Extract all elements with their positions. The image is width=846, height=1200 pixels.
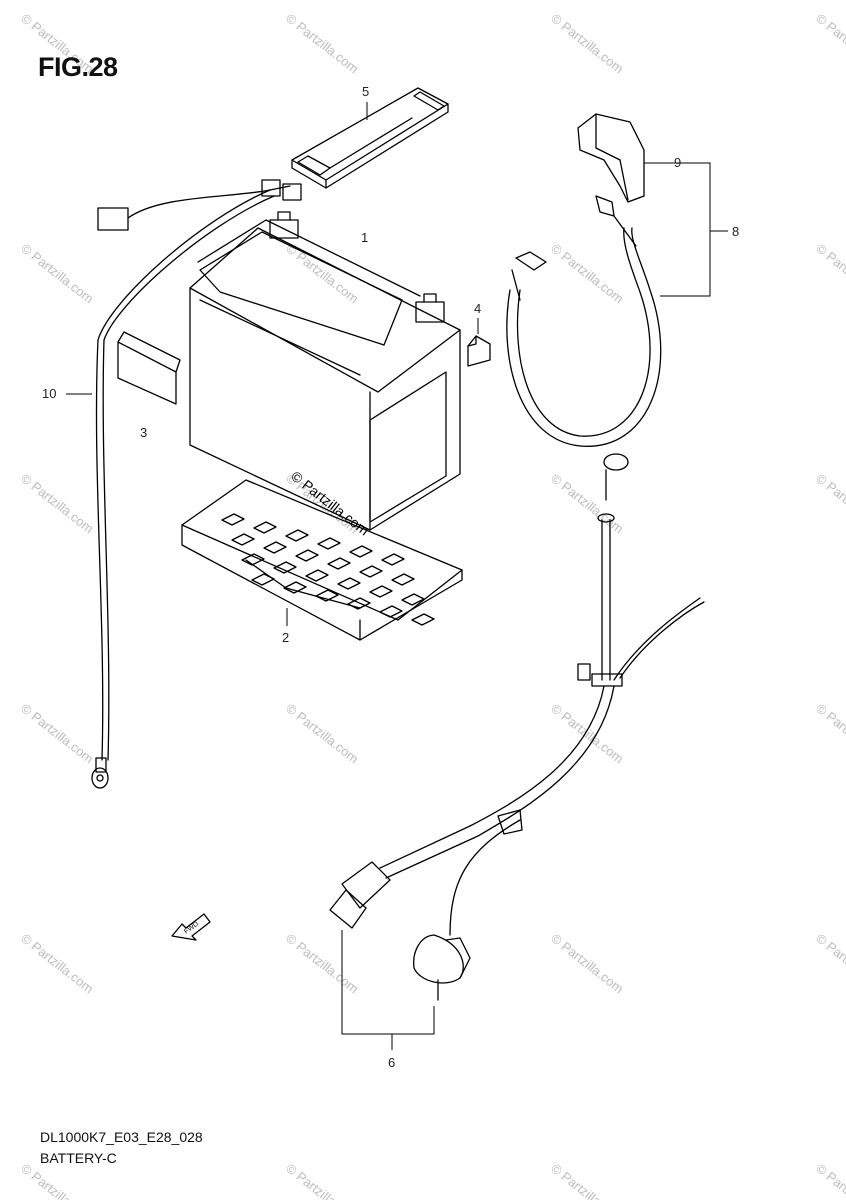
tray-hole: [347, 597, 371, 610]
leader-lines: [66, 102, 728, 1050]
callout-9: 9: [674, 155, 681, 170]
tray-hole: [381, 553, 405, 566]
tray-hole: [359, 565, 383, 578]
watermark-text: © Partzilla.com: [548, 701, 626, 767]
tray-hole: [251, 573, 275, 586]
part-10-lead-wire[interactable]: [91, 179, 302, 789]
watermark-text: © Partzilla.com: [283, 1161, 361, 1200]
watermark-text: © Partzilla.com: [813, 11, 846, 77]
tray-hole: [369, 585, 393, 598]
tray-hole: [315, 589, 339, 602]
tray-hole: [379, 605, 403, 618]
watermark-text: © Partzilla.com: [283, 931, 361, 997]
callout-6: 6: [388, 1055, 395, 1070]
tray-hole: [337, 577, 361, 590]
watermark-layer: © Partzilla.com © Partzilla.com © Partzill…: [18, 11, 846, 1200]
drawing-name: BATTERY-C: [40, 1150, 117, 1166]
watermark-text: © Partzilla.com: [813, 1161, 846, 1200]
watermark-text: © Partzilla.com: [18, 701, 96, 767]
callout-labels: 1 2 3 4 5 6 8 9 10: [42, 84, 739, 1070]
tray-hole: [221, 513, 245, 526]
callout-2: 2: [282, 630, 289, 645]
watermark-text: © Partzilla.com: [548, 471, 626, 537]
tray-hole: [295, 549, 319, 562]
tray-hole: [327, 557, 351, 570]
callout-10: 10: [42, 386, 56, 401]
tray-hole: [349, 545, 373, 558]
watermark-text: © Partzilla.com: [548, 241, 626, 307]
watermark-text: © Partzilla.com: [283, 701, 361, 767]
part-9-terminal-cover[interactable]: [577, 113, 645, 203]
part-6-negative-cable[interactable]: [329, 453, 705, 1001]
drawing-code: DL1000K7_E03_E28_028: [40, 1129, 203, 1145]
part-2-battery-tray[interactable]: [181, 479, 463, 641]
part-5-battery-band[interactable]: [291, 87, 449, 189]
tray-hole: [263, 541, 287, 554]
watermark-text: © Partzilla.com: [18, 471, 96, 537]
watermark-text: © Partzilla.com: [548, 1161, 626, 1200]
watermark-text: © Partzilla.com: [18, 931, 96, 997]
callout-3: 3: [140, 425, 147, 440]
part-1-battery[interactable]: [189, 211, 461, 531]
callout-1: 1: [361, 230, 368, 245]
watermark-text: © Partzilla.com: [18, 241, 96, 307]
svg-text:FWD: FWD: [183, 921, 200, 936]
tray-hole: [305, 569, 329, 582]
tray-hole: [401, 593, 425, 606]
callout-4: 4: [474, 301, 481, 316]
tray-hole: [411, 613, 435, 626]
part-4-pad[interactable]: [467, 335, 491, 367]
watermark-text: © Partzilla.com: [18, 1161, 96, 1200]
watermark-text: © Partzilla.com: [813, 931, 846, 997]
watermark-text: © Partzilla.com: [813, 701, 846, 767]
watermark-text: © Partzilla.com: [283, 11, 361, 77]
tray-hole: [253, 521, 277, 534]
tray-hole: [241, 553, 265, 566]
tray-hole: [317, 537, 341, 550]
tray-hole: [391, 573, 415, 586]
part-3-pad[interactable]: [117, 331, 181, 405]
part-8-positive-cable[interactable]: [506, 195, 662, 447]
tray-hole: [231, 533, 255, 546]
tray-hole: [285, 529, 309, 542]
watermark-text: © Partzilla.com: [813, 241, 846, 307]
watermark-text: © Partzilla.com: [283, 241, 361, 307]
watermark-text: © Partzilla.com: [548, 11, 626, 77]
callout-5: 5: [362, 84, 369, 99]
watermark-text: © Partzilla.com: [813, 471, 846, 537]
tray-hole: [283, 581, 307, 594]
fwd-arrow-icon: FWD: [171, 913, 211, 941]
watermark-text: © Partzilla.com: [548, 931, 626, 997]
callout-8: 8: [732, 224, 739, 239]
figure-title: FIG.28: [38, 52, 118, 82]
tray-hole: [273, 561, 297, 574]
